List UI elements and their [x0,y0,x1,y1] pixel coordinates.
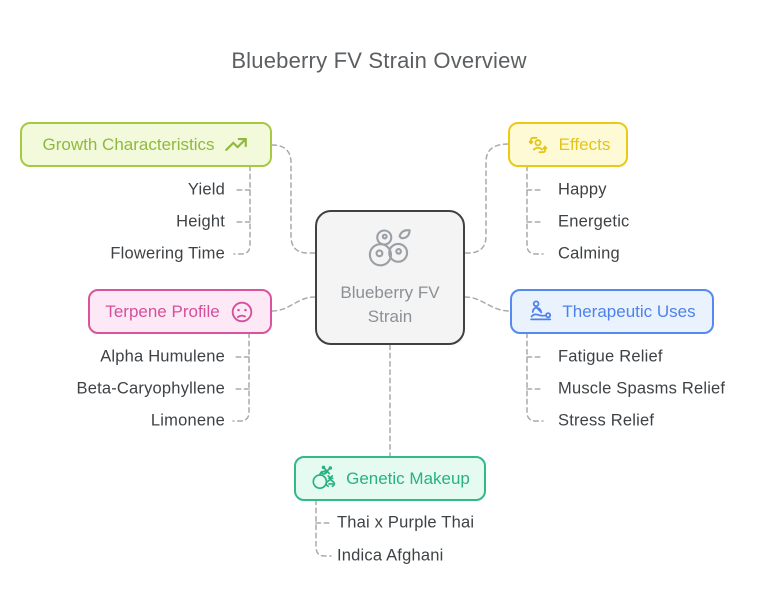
leaf-happy: Happy [558,180,607,199]
page-title: Blueberry FV Strain Overview [231,48,527,73]
leaf-alpha-humulene: Alpha Humulene [100,347,225,366]
node-terpene-label: Terpene Profile [105,301,220,321]
confused-face-icon [229,299,255,325]
leaf-thai-x-purple-thai: Thai x Purple Thai [337,513,475,532]
node-growth-label: Growth Characteristics [42,134,215,154]
node-effects[interactable]: Effects [508,122,628,167]
leaf-muscle-spasms-relief: Muscle Spasms Relief [558,379,726,398]
node-effects-label: Effects [558,134,611,154]
leaf-height: Height [176,212,225,231]
leaf-flowering-time: Flowering Time [110,244,225,263]
leaf-calming: Calming [558,244,620,263]
blueberry-icon [364,226,416,277]
leaf-limonene: Limonene [150,411,225,430]
node-genetic-makeup[interactable]: Genetic Makeup [294,456,486,501]
leaf-stress-relief: Stress Relief [558,411,655,430]
user-sync-icon [526,133,550,157]
node-growth-characteristics[interactable]: Growth Characteristics [20,122,272,167]
leaf-yield: Yield [187,180,225,199]
leaf-indica-afghani: Indica Afghani [337,546,444,565]
dna-apple-icon [310,465,337,492]
center-node-blueberry-fv-strain[interactable]: Blueberry FV Strain [315,210,465,345]
leaf-fatigue-relief: Fatigue Relief [558,347,663,366]
node-terpene-profile[interactable]: Terpene Profile [88,289,272,334]
trending-up-icon [223,132,249,158]
node-therapeutic-uses[interactable]: Therapeutic Uses [510,289,714,334]
node-therapeutic-label: Therapeutic Uses [562,301,696,321]
node-genetic-label: Genetic Makeup [346,468,470,488]
leaf-energetic: Energetic [558,212,630,231]
massage-icon [528,299,553,324]
center-node-label: Blueberry FV Strain [340,283,440,326]
leaf-beta-caryophyllene: Beta-Caryophyllene [76,379,225,398]
